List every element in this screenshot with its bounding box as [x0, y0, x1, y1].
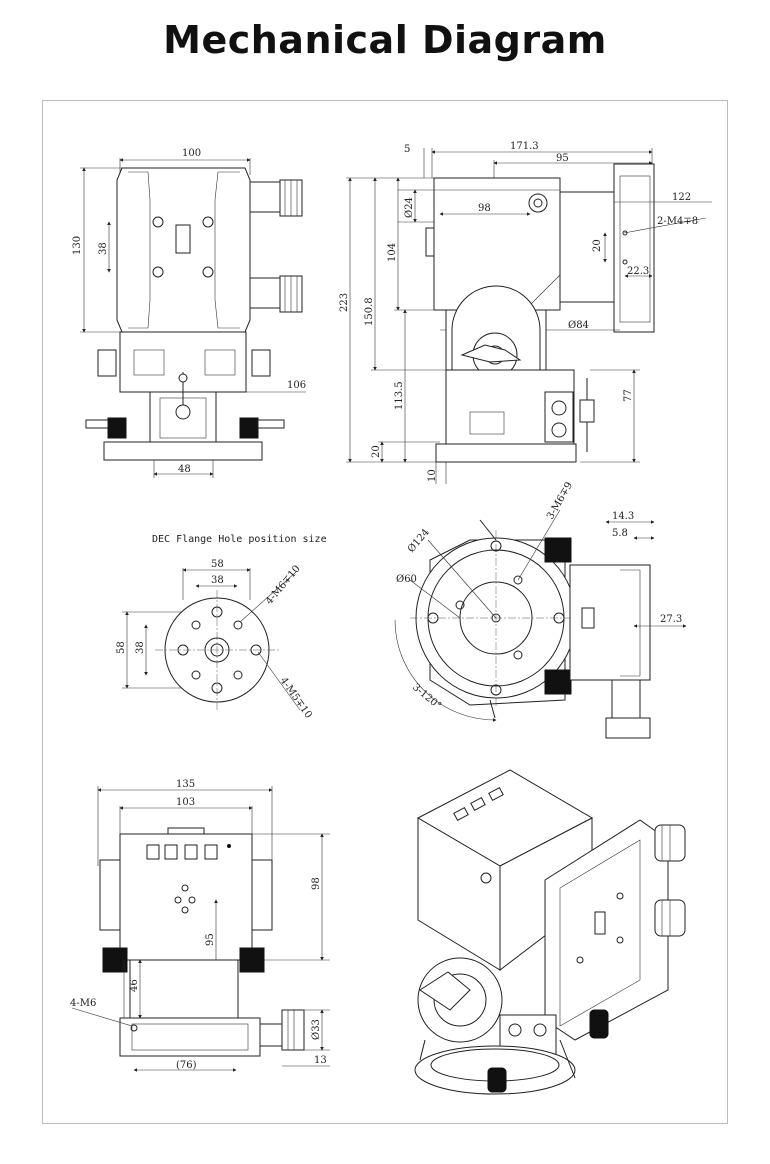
dim-front-width: 100 [182, 148, 201, 159]
top-view: Ø124 Ø60 3-M6∓9 3-120° 14.3 5.8 27.3 [394, 480, 687, 739]
dim-flange-w38: 38 [211, 575, 224, 586]
dim-top-5: 5.8 [612, 528, 628, 539]
dim-side-5: 5 [404, 144, 410, 155]
page-title: Mechanical Diagram [163, 18, 607, 62]
dim-top-14: 14.3 [612, 511, 634, 522]
side-view: 5 171.3 95 98 Ø24 104 223 150.8 1 [339, 141, 712, 484]
dim-rear-95: 95 [205, 933, 216, 946]
dim-front-hole-y: 38 [98, 242, 109, 255]
dim-side-77: 77 [623, 389, 634, 402]
dim-side-20: 20 [371, 445, 382, 458]
dim-flange-h58: 58 [116, 641, 127, 654]
dim-side-223: 223 [339, 293, 350, 312]
dim-flange-w58: 58 [211, 559, 224, 570]
dim-rear-m6: 4-M6 [70, 998, 96, 1009]
dim-rear-98: 98 [311, 877, 322, 890]
dim-side-104: 104 [387, 243, 398, 262]
dim-top-d60: Ø60 [396, 574, 417, 585]
isometric-view [414, 769, 686, 1095]
dim-flange-h38: 38 [135, 641, 146, 654]
dim-rear-13: 13 [314, 1055, 327, 1066]
dim-side-length: 171.3 [510, 141, 539, 152]
dim-side-122: 122 [672, 192, 691, 203]
dim-top-m6: 3-M6∓9 [545, 480, 575, 521]
dim-front-base: 48 [178, 464, 191, 475]
dim-flange-m6: 4-M6∓10 [264, 564, 303, 607]
dim-side-10: 10 [427, 469, 438, 482]
dim-side-d24: Ø24 [404, 197, 415, 218]
dim-top-27: 27.3 [660, 614, 682, 625]
dim-top-d124: Ø124 [406, 527, 432, 555]
flange-caption: DEC Flange Hole position size [152, 534, 327, 545]
dim-rear-103: 103 [176, 797, 195, 808]
dim-side-150: 150.8 [364, 297, 375, 326]
dim-side-22: 22.3 [627, 266, 649, 277]
dim-side-95: 95 [556, 153, 569, 164]
dim-side-98: 98 [478, 203, 491, 214]
dim-side-113: 113.5 [394, 381, 405, 410]
dim-top-angle: 3-120° [410, 682, 443, 712]
dim-rear-76: (76) [176, 1060, 197, 1071]
front-view: 100 130 38 38 [72, 148, 306, 478]
rear-view: 135 103 98 95 46 [70, 779, 330, 1072]
dim-side-20b: 20 [592, 239, 603, 252]
dim-flange-m5: 4-M5∓10 [278, 675, 314, 720]
dim-rear-46: 46 [129, 979, 140, 992]
dim-side-m4: 2-M4∓8 [657, 216, 698, 227]
dim-front-height: 130 [72, 236, 83, 255]
dim-front-side: 106 [287, 380, 306, 391]
dim-rear-135: 135 [176, 779, 195, 790]
drawing-frame [42, 100, 728, 1124]
dim-side-d84: Ø84 [568, 320, 589, 331]
flange-view: DEC Flange Hole position size 58 38 58 3… [116, 534, 327, 721]
dim-rear-d33: Ø33 [311, 1019, 322, 1040]
